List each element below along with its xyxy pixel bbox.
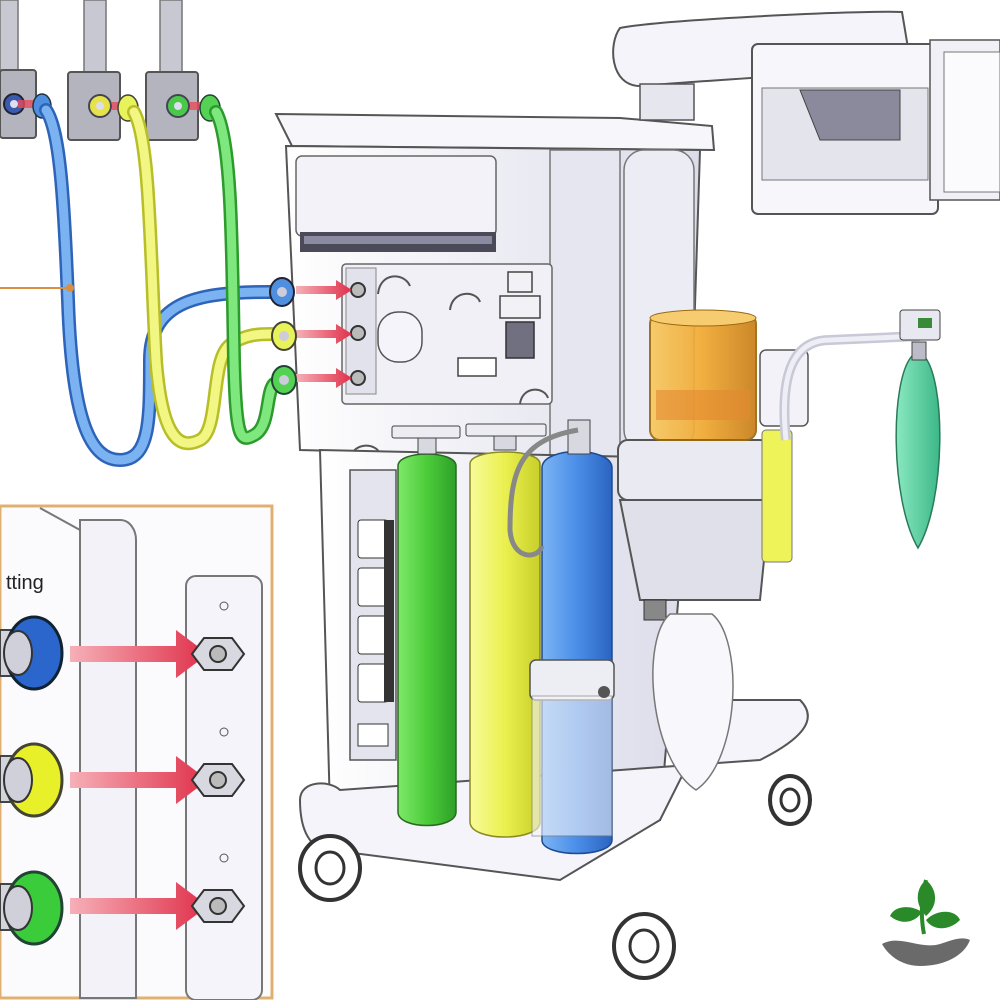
hoses <box>39 103 281 468</box>
wall-outlet-nitrous <box>67 71 121 141</box>
green-bag <box>895 355 941 550</box>
power-outlets <box>357 519 394 703</box>
inset-fitting-yellow <box>0 742 64 818</box>
inset-inlets <box>190 601 246 923</box>
monitor-arm <box>612 10 1000 215</box>
inset-detail <box>0 504 274 1000</box>
inset-fitting-green <box>0 870 64 946</box>
machine-hose-fittings <box>269 277 297 395</box>
plant-in-hand-icon <box>882 879 970 966</box>
inset-label: tting <box>6 572 44 594</box>
inlet-arrows <box>296 280 352 388</box>
wheels <box>298 774 812 980</box>
wall-outlet-oxygen <box>145 71 199 141</box>
wall-pipes <box>0 0 183 76</box>
co2-absorber <box>617 309 772 791</box>
cylinders <box>391 419 615 855</box>
pointer-line <box>0 284 74 292</box>
breathing-circuit <box>779 309 941 550</box>
inset-fitting-blue <box>0 615 64 691</box>
